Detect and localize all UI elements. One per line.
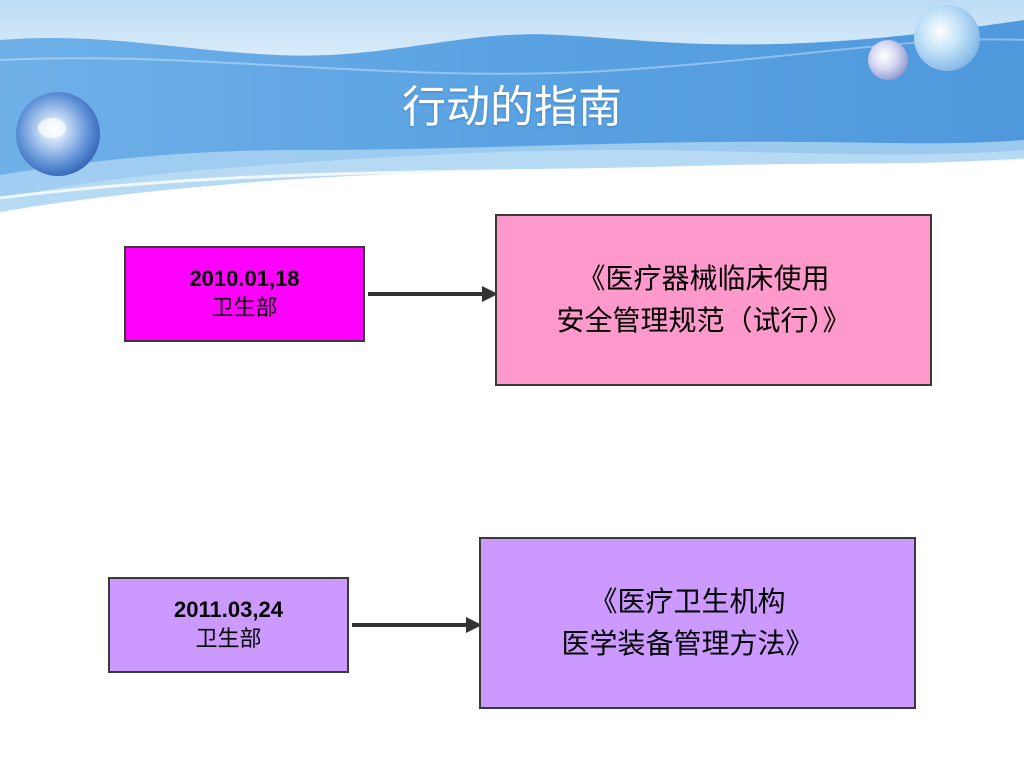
document-title-line-2: 安全管理规范（试行）》 — [556, 304, 851, 337]
source-date-2: 2011.03,24 — [174, 597, 283, 622]
source-box-2: 2011.03,24 卫生部 — [108, 577, 349, 673]
source-box-1: 2010.01,18 卫生部 — [124, 246, 365, 342]
arrow-right-icon — [368, 286, 498, 302]
document-title-line-1: 《医疗器械临床使用 — [577, 262, 830, 295]
arrow-right-icon — [352, 617, 482, 633]
glossy-sphere-icon — [868, 40, 908, 80]
source-org-1: 卫生部 — [211, 296, 278, 321]
source-org-2: 卫生部 — [195, 627, 262, 652]
header-banner — [0, 0, 1024, 230]
document-title-line-1: 《医疗卫生机构 — [589, 585, 786, 618]
document-box-2: 《医疗卫生机构 医学装备管理方法》 — [479, 537, 916, 709]
document-box-1: 《医疗器械临床使用 安全管理规范（试行）》 — [495, 214, 932, 386]
source-date-1: 2010.01,18 — [189, 266, 300, 291]
glossy-sphere-icon — [914, 5, 980, 71]
slide-title: 行动的指南 — [402, 82, 622, 133]
document-title-line-2: 医学装备管理方法》 — [561, 627, 814, 660]
